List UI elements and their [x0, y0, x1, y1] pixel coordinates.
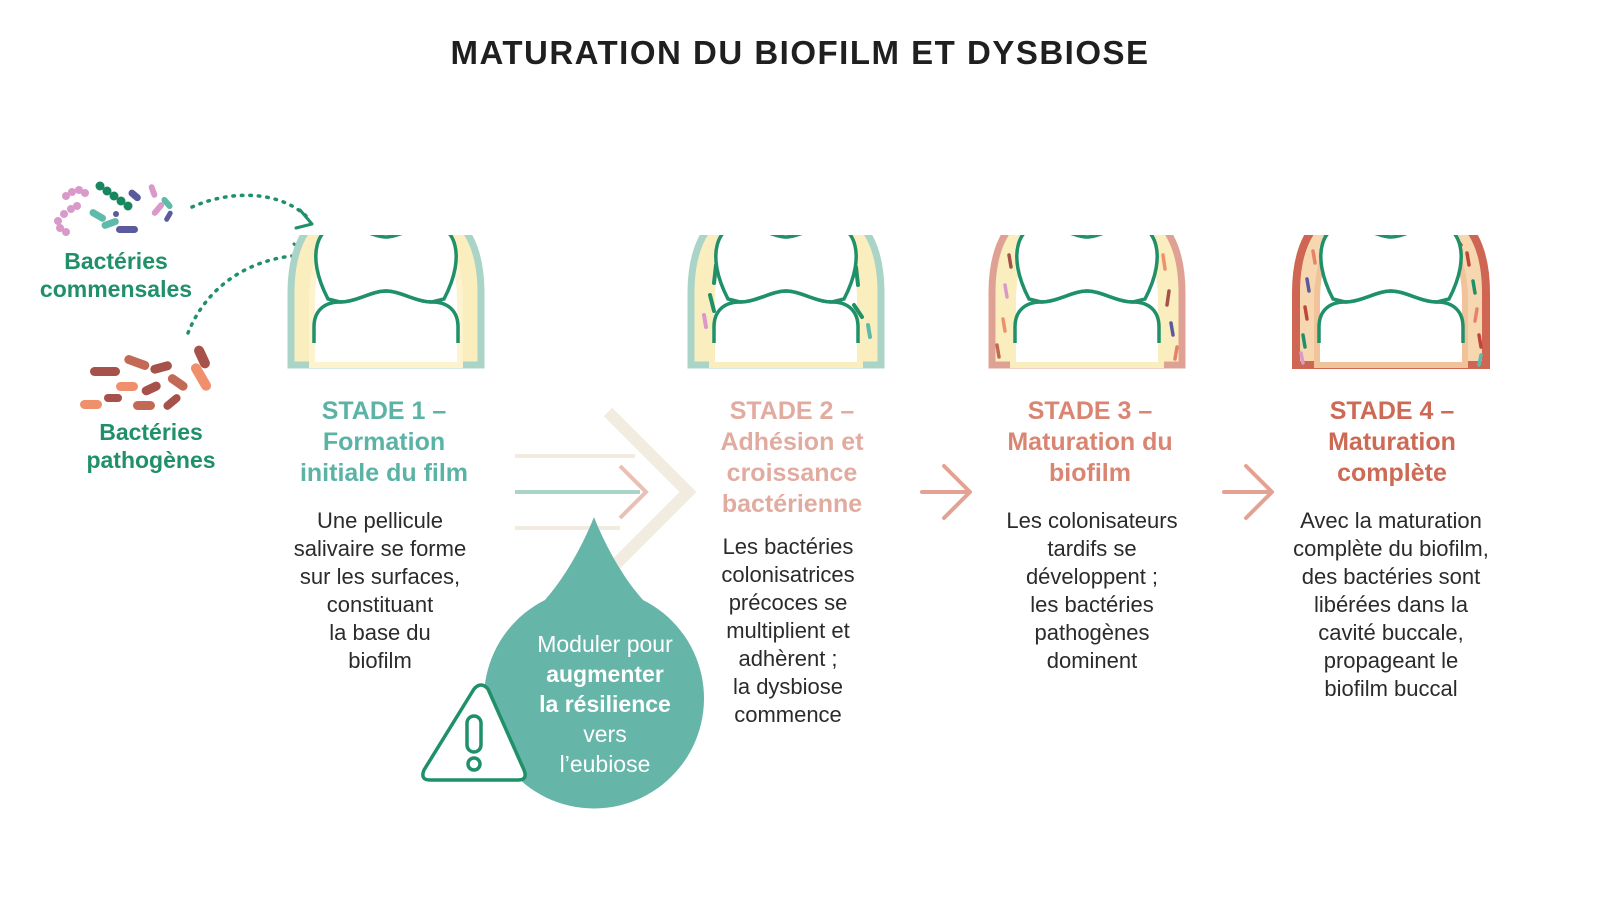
- stage-title-line: STADE 1 –: [321, 397, 447, 425]
- stage-desc-line: la dysbiose: [732, 674, 844, 699]
- pathogenic-bacteria-label: Bactéries pathogènes: [66, 418, 236, 474]
- stage-desc-line: des bactéries sont: [1301, 564, 1481, 589]
- stage-desc-line: adhèrent ;: [738, 646, 838, 671]
- stage-3-title: STADE 3 – Maturation du biofilm: [970, 396, 1210, 489]
- arrow-right-icon: [920, 464, 972, 520]
- callout-bubble: [483, 517, 704, 809]
- stage-title-line: STADE 4 –: [1329, 397, 1455, 425]
- stage-desc-line: les bactéries: [1030, 592, 1154, 617]
- stage-desc-line: précoces se: [728, 590, 848, 615]
- stage-title-line: croissance: [726, 459, 858, 487]
- warning-icon: [421, 683, 527, 782]
- stage-desc-line: biofilm buccal: [1324, 676, 1458, 701]
- stage-desc-line: sur les surfaces,: [299, 564, 461, 589]
- stage-desc-line: Les colonisateurs: [1006, 508, 1178, 533]
- callout-emphasis: la résilience: [539, 691, 671, 717]
- stage-title-line: Adhésion et: [720, 428, 864, 456]
- callout-line: Moduler pour: [537, 631, 673, 657]
- pathogenic-label-line: pathogènes: [86, 447, 216, 473]
- page-title: MATURATION DU BIOFILM ET DYSBIOSE: [450, 34, 1150, 71]
- stage-title-line: Maturation du: [1007, 428, 1173, 456]
- stage-desc-line: salivaire se forme: [293, 536, 467, 561]
- tooth-icon: [691, 235, 881, 365]
- commensal-label-line: commensales: [39, 276, 193, 302]
- stage-4-title: STADE 4 – Maturation complète: [1272, 396, 1512, 489]
- stage-desc-line: développent ;: [1025, 564, 1159, 589]
- stage-desc-line: commence: [734, 702, 842, 727]
- stage-desc-line: multiplient et: [726, 618, 850, 643]
- stage-desc-line: propageant le: [1323, 648, 1459, 673]
- tooth-icon: [291, 235, 481, 365]
- stage-desc-line: pathogènes: [1034, 620, 1150, 645]
- tooth-icon: [992, 235, 1182, 365]
- arrow-right-icon: [515, 407, 697, 577]
- stage-1-description: Une pellicule salivaire se forme sur les…: [260, 507, 500, 675]
- stage-1-title: STADE 1 – Formation initiale du film: [264, 396, 504, 489]
- stage-title-line: biofilm: [1049, 459, 1131, 487]
- commensal-bacteria-cluster: [54, 181, 173, 236]
- stage-desc-line: dominent: [1046, 648, 1138, 673]
- stage-title-line: Formation: [322, 428, 446, 456]
- callout-line: l’eubiose: [559, 751, 651, 777]
- stage-desc-line: Avec la maturation: [1300, 508, 1482, 533]
- pathogenic-bacteria-cluster: [80, 345, 211, 410]
- callout-text: Moduler pour augmenter la résilience ver…: [502, 629, 708, 779]
- stage-desc-line: colonisatrices: [721, 562, 855, 587]
- stage-3-description: Les colonisateurs tardifs se développent…: [972, 507, 1212, 675]
- stage-4-description: Avec la maturation complète du biofilm, …: [1271, 507, 1511, 703]
- stage-title-line: STADE 2 –: [729, 397, 855, 425]
- callout-line: vers: [583, 721, 627, 747]
- stage-title-line: initiale du film: [299, 459, 469, 487]
- stage-desc-line: complète du biofilm,: [1293, 536, 1489, 561]
- stage-desc-line: biofilm: [348, 648, 412, 673]
- stage-desc-line: cavité buccale,: [1318, 620, 1464, 645]
- stage-desc-line: Une pellicule: [317, 508, 443, 533]
- stage-title-line: bactérienne: [721, 490, 863, 518]
- stage-desc-line: tardifs se: [1047, 536, 1137, 561]
- pathogenic-label-line: Bactéries: [99, 419, 203, 445]
- stage-desc-line: Les bactéries: [722, 534, 854, 559]
- commensal-bacteria-label: Bactéries commensales: [30, 247, 202, 303]
- arrow-right-icon: [1222, 464, 1274, 520]
- stage-title-line: STADE 3 –: [1027, 397, 1153, 425]
- tooth-icon: [1296, 235, 1486, 365]
- stage-title-line: complète: [1337, 459, 1447, 487]
- stage-2-title: STADE 2 – Adhésion et croissance bactéri…: [672, 396, 912, 520]
- stage-title-line: Maturation: [1328, 428, 1456, 456]
- commensal-label-line: Bactéries: [64, 248, 168, 274]
- callout-emphasis: augmenter: [546, 661, 664, 687]
- stage-desc-line: libérées dans la: [1313, 592, 1469, 617]
- stage-desc-line: la base du: [329, 620, 431, 645]
- stage-2-description: Les bactéries colonisatrices précoces se…: [668, 533, 908, 729]
- stage-desc-line: constituant: [326, 592, 434, 617]
